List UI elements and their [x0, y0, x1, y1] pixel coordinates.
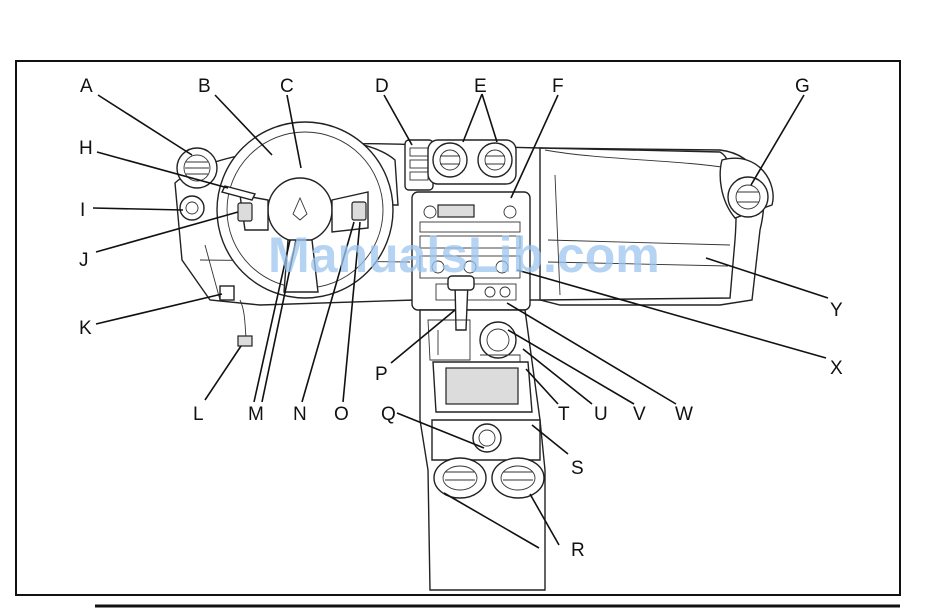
label-x: X [830, 358, 843, 379]
watermark: ManualsLib.com [268, 227, 660, 283]
label-y: Y [830, 300, 843, 321]
label-b: B [198, 76, 211, 97]
label-s: S [571, 458, 584, 479]
label-l: L [193, 404, 204, 425]
label-n: N [293, 404, 307, 425]
label-v: V [633, 404, 646, 425]
label-m: M [248, 404, 264, 425]
label-i: I [80, 200, 85, 221]
label-p: P [375, 364, 388, 385]
label-e: E [474, 76, 487, 97]
label-h: H [79, 138, 93, 159]
label-q: Q [381, 404, 396, 425]
label-g: G [795, 76, 810, 97]
label-f: F [552, 76, 564, 97]
label-r: R [571, 540, 585, 561]
label-d: D [375, 76, 389, 97]
label-u: U [594, 404, 608, 425]
label-k: K [79, 318, 92, 339]
label-w: W [675, 404, 693, 425]
label-c: C [280, 76, 294, 97]
label-j: J [79, 250, 89, 271]
label-o: O [334, 404, 349, 425]
label-t: T [558, 404, 570, 425]
label-a: A [80, 76, 93, 97]
